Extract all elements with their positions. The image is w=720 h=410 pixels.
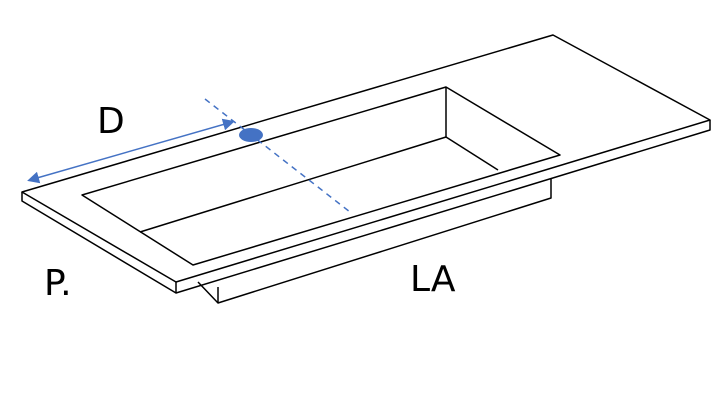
depth-dimension-arrow	[27, 118, 235, 184]
sink-apron	[197, 178, 552, 304]
tap-centerline	[204, 98, 351, 213]
width-label: LA	[410, 259, 456, 300]
countertop-slab	[21, 34, 711, 294]
projection-label: P.	[44, 263, 72, 304]
tap-hole	[239, 128, 263, 142]
depth-label: D	[97, 101, 125, 142]
basin	[81, 86, 561, 266]
